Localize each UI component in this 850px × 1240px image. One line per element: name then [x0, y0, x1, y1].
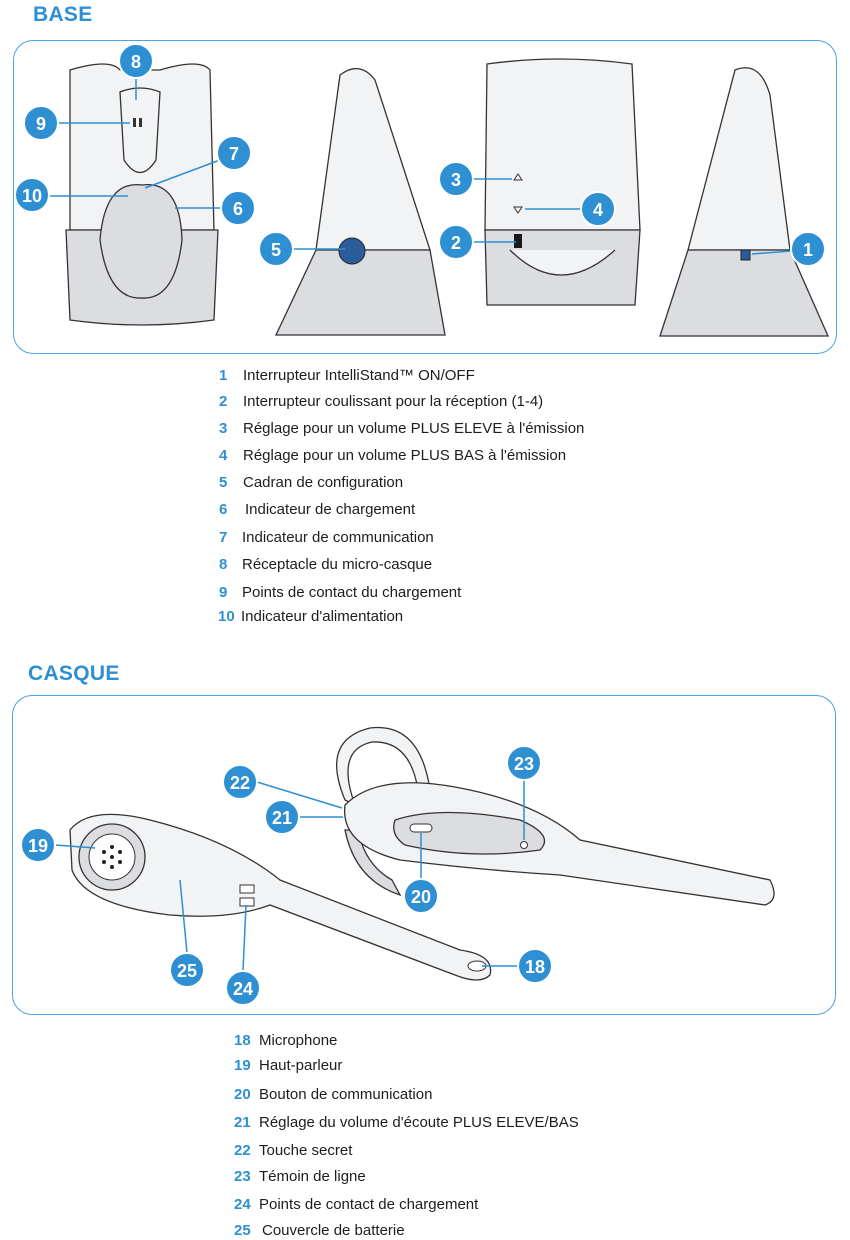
callout-4: 4 [580, 191, 616, 227]
callout-9: 9 [23, 105, 59, 141]
callout-21: 21 [264, 799, 300, 835]
svg-text:2: 2 [451, 233, 461, 253]
callout-5: 5 [258, 231, 294, 267]
svg-text:3: 3 [451, 170, 461, 190]
svg-text:7: 7 [229, 144, 239, 164]
callout-2: 2 [438, 224, 474, 260]
svg-text:23: 23 [514, 754, 534, 774]
callout-23: 23 [506, 745, 542, 781]
svg-text:10: 10 [22, 186, 42, 206]
svg-text:20: 20 [411, 887, 431, 907]
casque-heading: CASQUE [28, 662, 120, 685]
base-back-view [484, 58, 641, 306]
svg-text:8: 8 [131, 52, 141, 72]
callout-7: 7 [216, 135, 252, 171]
base-front-view [65, 63, 219, 326]
svg-text:1: 1 [803, 240, 813, 260]
callout-19: 19 [20, 827, 56, 863]
svg-text:4: 4 [593, 200, 603, 220]
casque-diagram: 18 19 20 21 22 23 24 25 [20, 726, 775, 1006]
callout-1: 1 [790, 231, 826, 267]
svg-text:19: 19 [28, 836, 48, 856]
callout-10: 10 [14, 177, 50, 213]
svg-text:25: 25 [177, 961, 197, 981]
svg-text:9: 9 [36, 114, 46, 134]
callout-25: 25 [169, 952, 205, 988]
svg-text:22: 22 [230, 773, 250, 793]
callout-6: 6 [220, 190, 256, 226]
callout-18: 18 [517, 948, 553, 984]
callout-3: 3 [438, 161, 474, 197]
svg-text:6: 6 [233, 199, 243, 219]
callout-8: 8 [118, 43, 154, 79]
svg-text:24: 24 [233, 979, 253, 999]
callout-20: 20 [403, 878, 439, 914]
base-side-view-right [659, 67, 829, 337]
base-side-view-left [274, 68, 446, 336]
base-diagram: 1 2 3 4 5 6 7 8 9 10 [14, 43, 829, 337]
base-heading: BASE [33, 3, 93, 26]
svg-text:5: 5 [271, 240, 281, 260]
svg-text:18: 18 [525, 957, 545, 977]
callout-22: 22 [222, 764, 258, 800]
svg-text:21: 21 [272, 808, 292, 828]
callout-24: 24 [225, 970, 261, 1006]
